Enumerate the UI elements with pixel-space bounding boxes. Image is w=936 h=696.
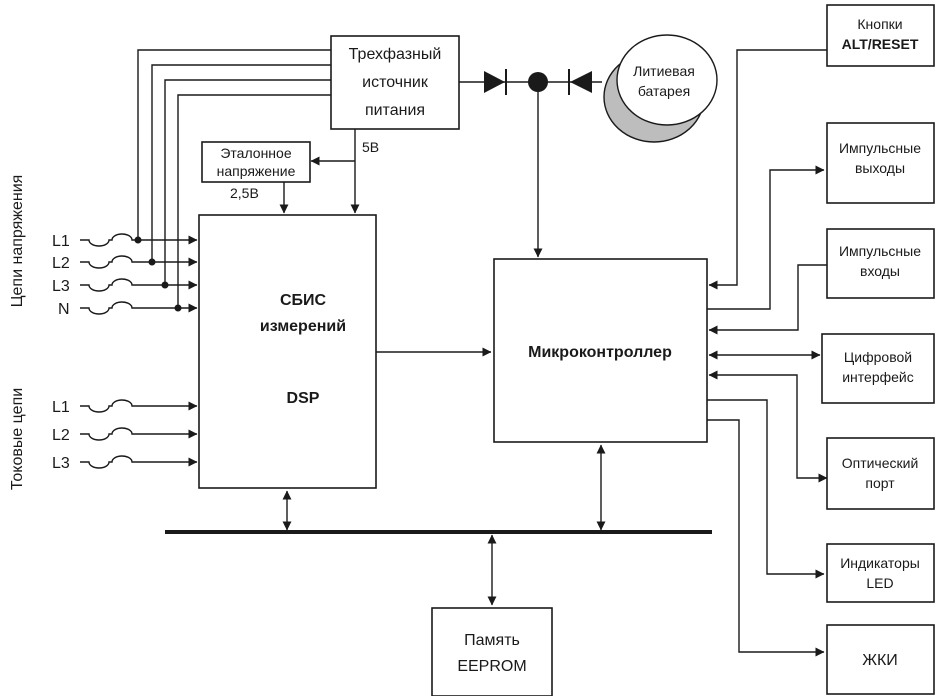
power-supply-label-2: источник <box>362 74 429 91</box>
power-supply-block: Трехфазный источник питания <box>330 35 460 130</box>
lcd-label: ЖКИ <box>862 652 898 669</box>
mcu-to-lcd-arrow <box>707 419 825 657</box>
reference-label-2: напряжение <box>217 163 296 179</box>
eeprom-label-2: EEPROM <box>457 658 526 675</box>
optical-port-block: Оптический порт <box>826 437 935 510</box>
diode-junction <box>459 69 602 258</box>
mcu-to-led-arrow <box>707 399 825 579</box>
mcu-label: Микроконтроллер <box>528 344 672 361</box>
led-indicators-block: Индикаторы LED <box>826 543 935 603</box>
mcu-optical-port-arrow <box>708 370 828 483</box>
buttons-label-2: ALT/RESET <box>842 36 919 52</box>
pulse-in-label-1: Импульсные <box>839 243 921 259</box>
digital-if-label-2: интерфейс <box>842 369 914 385</box>
digital-interface-block: Цифровой интерфейс <box>821 333 935 404</box>
voltage-input-label-l1: L1 <box>52 233 70 250</box>
dsp-label-1: СБИС <box>280 292 327 309</box>
pulse-out-label-1: Импульсные <box>839 140 921 156</box>
digital-if-label-1: Цифровой <box>844 349 912 365</box>
optical-label-2: порт <box>865 475 895 491</box>
eeprom-label-1: Память <box>464 632 520 649</box>
diode-left-icon <box>484 71 505 93</box>
microcontroller-block: Микроконтроллер <box>493 258 708 443</box>
eeprom-block: Память EEPROM <box>431 607 553 696</box>
optical-label-1: Оптический <box>842 455 919 471</box>
label-2-5v: 2,5В <box>230 185 259 201</box>
pulse-in-label-2: входы <box>860 263 900 279</box>
battery-label-1: Литиевая <box>633 63 695 79</box>
voltage-input-label-l2: L2 <box>52 255 70 272</box>
junction-dot <box>528 72 548 92</box>
buttons-to-mcu-arrow <box>708 49 827 290</box>
lithium-battery: Литиевая батарея <box>603 34 718 143</box>
dsp-label-3: DSP <box>287 390 320 407</box>
power-supply-feed-wires <box>137 49 331 308</box>
lcd-block: ЖКИ <box>826 624 935 695</box>
led-label-2: LED <box>866 575 893 591</box>
diode-right-icon <box>570 71 592 93</box>
buttons-label-1: Кнопки <box>857 16 902 32</box>
current-input-label-l1: L1 <box>52 399 70 416</box>
power-supply-label-3: питания <box>365 102 425 119</box>
dsp-label-2: измерений <box>260 318 346 335</box>
led-label-1: Индикаторы <box>840 555 920 571</box>
current-input-label-l3: L3 <box>52 455 70 472</box>
voltage-input-label-n: N <box>58 301 70 318</box>
pulse-inputs-block: Импульсные входы <box>826 228 935 299</box>
mcu-to-pulse-out-arrow <box>707 165 825 310</box>
reference-label-1: Эталонное <box>220 145 291 161</box>
pulse-in-to-mcu-arrow <box>708 264 827 335</box>
buttons-block: Кнопки ALT/RESET <box>826 4 935 67</box>
battery-label-2: батарея <box>638 83 690 99</box>
voltage-inputs: L1 L2 L3 N <box>52 233 198 318</box>
voltage-group-label: Цепи напряжения <box>9 175 26 308</box>
pulse-outputs-block: Импульсные выходы <box>826 122 935 204</box>
pulse-out-label-2: выходы <box>855 160 905 176</box>
voltage-input-label-l3: L3 <box>52 278 70 295</box>
current-group-label: Токовые цепи <box>9 388 26 490</box>
dsp-block: СБИС измерений DSP <box>198 214 377 489</box>
reference-voltage-block: Эталонное напряжение <box>201 141 311 183</box>
current-inputs: L1 L2 L3 <box>52 399 198 472</box>
label-5v: 5В <box>362 139 379 155</box>
current-input-label-l2: L2 <box>52 427 70 444</box>
power-supply-label-1: Трехфазный <box>349 46 442 63</box>
